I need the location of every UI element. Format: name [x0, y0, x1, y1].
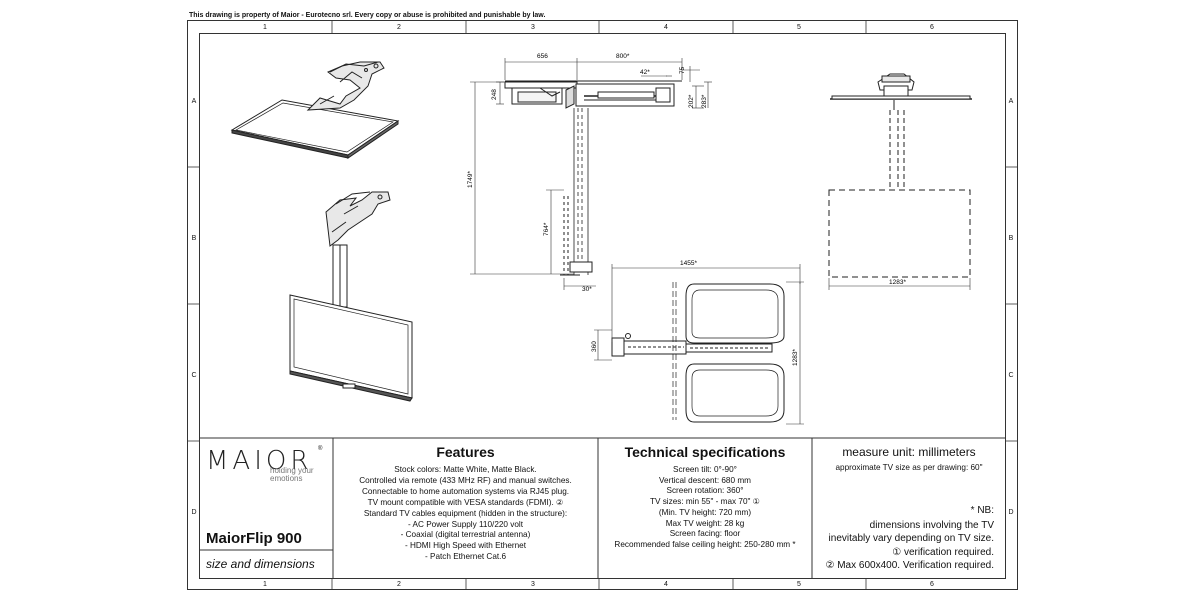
grid-row-d-right: D	[1008, 509, 1014, 516]
spec-line: Screen facing: floor	[669, 529, 741, 539]
nb-notes: dimensions involving the TV inevitably v…	[812, 519, 994, 573]
spec-line: (Min. TV height: 720 mm)	[658, 507, 752, 517]
title-block-lines	[199, 437, 1006, 579]
grid-col-1-bottom: 1	[263, 581, 267, 588]
specs-title: Technical specifications	[624, 444, 786, 460]
iso-view-tv-down	[289, 191, 413, 402]
specs-list: Screen tilt: 0°-90° Vertical descent: 68…	[598, 465, 812, 551]
nb-label: * NB:	[970, 505, 994, 516]
feature-line: Connectable to home automation systems v…	[361, 486, 570, 496]
grid-row-c-right: C	[1008, 372, 1014, 379]
nb-line: ① verification required.	[892, 546, 994, 558]
side-view-dimensions	[470, 58, 712, 290]
dim-30: 30*	[582, 286, 592, 293]
dim-248: 248	[491, 89, 498, 100]
grid-col-6-top: 6	[930, 24, 934, 31]
dim-202: 202*	[688, 94, 695, 108]
copyright-notice: This drawing is property of Maior - Euro…	[189, 12, 546, 19]
product-subtitle: size and dimensions	[206, 557, 315, 571]
dim-1283-vertical: 1283*	[792, 349, 799, 366]
tagline-line-2: emotions	[270, 474, 303, 483]
measure-unit-title: measure unit: millimeters	[842, 445, 976, 459]
grid-col-1-top: 1	[263, 24, 267, 31]
front-view	[828, 73, 972, 278]
grid-col-2-bottom: 2	[397, 581, 401, 588]
grid-col-3-bottom: 3	[531, 581, 535, 588]
dim-283: 283*	[701, 94, 708, 108]
features-title: Features	[436, 444, 495, 460]
registered-mark: ®	[318, 446, 323, 452]
grid-row-d-left: D	[191, 509, 197, 516]
grid-col-5-bottom: 5	[797, 581, 801, 588]
side-view	[504, 80, 682, 276]
dim-764: 764*	[543, 222, 550, 236]
dim-800: 800*	[616, 53, 630, 60]
drawing-inner-frame	[199, 33, 1006, 579]
nb-line: inevitably vary depending on TV size.	[828, 533, 994, 545]
nb-line: ② Max 600x400. Verification required.	[825, 560, 994, 572]
feature-line: TV mount compatible with VESA standards …	[367, 497, 564, 507]
dim-360: 360	[591, 341, 598, 352]
grid-col-4-bottom: 4	[664, 581, 668, 588]
feature-line: - Patch Ethernet Cat.6	[424, 552, 506, 562]
grid-row-a-left: A	[191, 98, 197, 105]
dim-1749: 1749*	[467, 171, 474, 188]
feature-line: - AC Power Supply 110/220 volt	[408, 519, 523, 529]
dim-1283-horizontal: 1283*	[889, 279, 906, 286]
feature-line: Controlled via remote (433 MHz RF) and m…	[359, 475, 572, 485]
spec-line: Recommended false ceiling height: 250-28…	[614, 539, 796, 549]
features-list: Stock colors: Matte White, Matte Black. …	[333, 465, 598, 563]
product-name: MaiorFlip 900	[206, 530, 302, 547]
feature-line: - HDMI High Speed with Ethernet	[404, 541, 527, 551]
dim-656: 656	[537, 53, 548, 60]
grid-col-4-top: 4	[664, 24, 668, 31]
brand-tagline: holding your emotions	[270, 467, 314, 483]
dim-75: 75	[679, 66, 686, 74]
front-view-dimensions	[828, 278, 971, 290]
grid-col-5-top: 5	[797, 24, 801, 31]
iso-view-tv-flat	[230, 61, 400, 159]
dim-1455: 1455*	[680, 260, 697, 267]
spec-line: Screen tilt: 0°-90°	[673, 465, 737, 474]
grid-col-6-bottom: 6	[930, 581, 934, 588]
dim-42: 42*	[640, 69, 650, 76]
grid-col-3-top: 3	[531, 24, 535, 31]
spec-line: Max TV weight: 28 kg	[665, 518, 745, 528]
grid-ticks	[187, 20, 1018, 590]
grid-row-c-left: C	[191, 372, 197, 379]
feature-line: - Coaxial (digital terrestrial antenna)	[400, 530, 531, 540]
nb-line: dimensions involving the TV	[869, 520, 994, 531]
grid-col-2-top: 2	[397, 24, 401, 31]
measure-unit-subtitle: approximate TV size as per drawing: 60"	[835, 463, 983, 472]
top-view-dimensions	[594, 264, 804, 425]
spec-line: Screen rotation: 360°	[666, 486, 744, 496]
maior-logo: MAIOR	[206, 446, 313, 476]
grid-row-b-left: B	[191, 235, 197, 242]
grid-row-b-right: B	[1008, 235, 1014, 242]
feature-line: Standard TV cables equipment (hidden in …	[363, 508, 568, 518]
tagline-line-1: holding your	[270, 466, 314, 475]
feature-line: Stock colors: Matte White, Matte Black.	[394, 465, 537, 474]
grid-row-a-right: A	[1008, 98, 1014, 105]
spec-line: TV sizes: min 55" - max 70" ①	[649, 497, 761, 507]
spec-line: Vertical descent: 680 mm	[659, 475, 751, 485]
drawing-outer-frame	[187, 20, 1018, 590]
top-view	[611, 282, 785, 423]
